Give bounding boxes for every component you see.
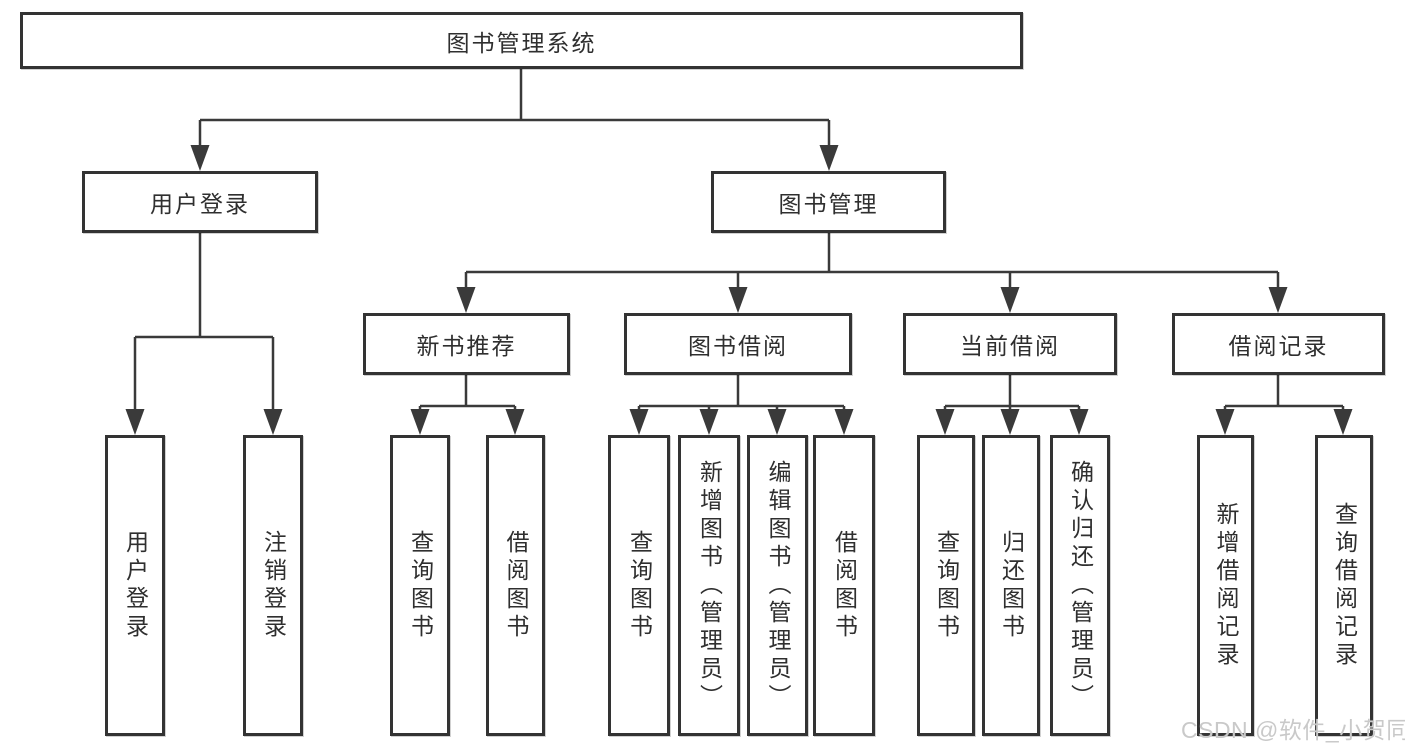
leaf-borrowing-borrow-books: 借阅图书 (813, 435, 875, 736)
watermark: CSDN @软件_小贺同学 (1181, 717, 1405, 743)
arrowheads (125, 145, 1353, 435)
leaf-borrowing-query-books: 查询图书 (608, 435, 670, 736)
leaf-records-query-record: 查询借阅记录 (1315, 435, 1373, 736)
node-book-borrowing: 图书借阅 (624, 313, 852, 375)
leaf-current-return-books: 归还图书 (982, 435, 1040, 736)
leaf-borrowing-edit-books-admin: 编辑图书（管理员） (747, 435, 808, 736)
node-new-book-recommend: 新书推荐 (363, 313, 570, 375)
leaf-borrowing-add-books-admin: 新增图书（管理员） (678, 435, 740, 736)
node-borrow-records: 借阅记录 (1172, 313, 1385, 375)
leaf-newbooks-query-books: 查询图书 (390, 435, 450, 736)
leaf-current-query-books: 查询图书 (917, 435, 975, 736)
node-root: 图书管理系统 (20, 12, 1023, 69)
node-user-login: 用户登录 (82, 171, 318, 233)
node-book-management: 图书管理 (711, 171, 946, 233)
node-current-borrowing: 当前借阅 (903, 313, 1117, 375)
leaf-logout: 注销登录 (243, 435, 303, 736)
leaf-user-login: 用户登录 (105, 435, 165, 736)
leaf-records-add-record: 新增借阅记录 (1197, 435, 1254, 736)
leaf-newbooks-borrow-books: 借阅图书 (486, 435, 545, 736)
leaf-current-confirm-return-admin: 确认归还（管理员） (1050, 435, 1110, 736)
